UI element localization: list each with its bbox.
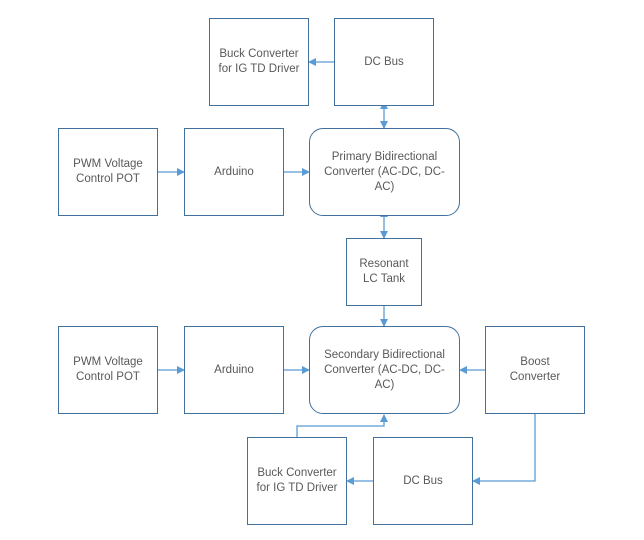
buck-converter-bottom-box: Buck Converter for IG TD Driver bbox=[247, 437, 347, 525]
boost-converter-box: Boost Converter bbox=[485, 326, 585, 414]
arduino-top-box: Arduino bbox=[184, 128, 284, 216]
arduino-bottom-box: Arduino bbox=[184, 326, 284, 414]
secondary-converter-box: Secondary Bidirectional Converter (AC-DC… bbox=[309, 326, 460, 414]
dc-bus-top-box: DC Bus bbox=[334, 18, 434, 106]
buck-converter-top-box: Buck Converter for IG TD Driver bbox=[209, 18, 309, 106]
pwm-pot-top-box: PWM Voltage Control POT bbox=[58, 128, 158, 216]
pwm-pot-bottom-box: PWM Voltage Control POT bbox=[58, 326, 158, 414]
resonant-lc-tank-box: Resonant LC Tank bbox=[346, 238, 422, 306]
primary-converter-box: Primary Bidirectional Converter (AC-DC, … bbox=[309, 128, 460, 216]
edge-buck-secondary bbox=[296, 414, 388, 437]
dc-bus-bottom-box: DC Bus bbox=[373, 437, 473, 525]
edge-boost-dcbus bbox=[472, 414, 536, 485]
